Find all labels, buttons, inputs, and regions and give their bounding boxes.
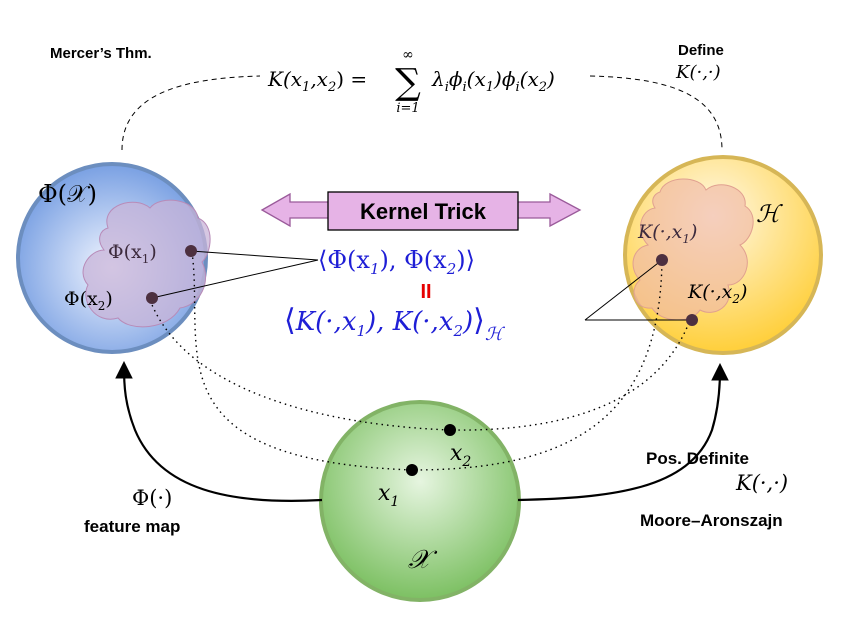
point-phi-x2 <box>146 292 158 304</box>
point-k-x2 <box>686 314 698 326</box>
feature-space-title: Φ(𝒳) <box>38 180 97 208</box>
sum-symbol: ∑ <box>395 62 421 103</box>
feature-map-arrow <box>115 360 323 502</box>
pos-k-label: K(·,·) <box>735 471 788 495</box>
k-x2-label: K(·,x2) <box>687 281 747 306</box>
point-phi-x1 <box>185 245 197 257</box>
rkhs-title: ℋ <box>756 200 783 228</box>
leader-phi-x1 <box>190 250 319 261</box>
inner-product-feature: ⟨Φ(x1), Φ(x2)⟩ <box>318 246 475 278</box>
k-x1-label: K(·,x1) <box>637 221 697 246</box>
dotted-arc-x2 <box>149 299 691 431</box>
rkhs-cloud <box>632 178 754 321</box>
kernel-trick-box <box>327 191 519 231</box>
moore-aronszajn-arrow <box>517 362 729 502</box>
phi-x2-label: Φ(x2) <box>64 288 113 313</box>
sum-lower: i=1 <box>396 101 419 116</box>
feature-cloud <box>82 199 211 328</box>
kernel-trick-label: Kernel Trick <box>360 199 487 224</box>
mercer-dashed-arc <box>121 75 723 151</box>
equals-sign: II <box>420 281 431 303</box>
define-k-label: K(·,·) <box>675 62 721 83</box>
phi-x1-label: Φ(x1) <box>108 241 157 266</box>
feature-map-label: feature map <box>84 517 180 536</box>
x2-label: x2 <box>450 441 471 470</box>
point-x2 <box>444 424 456 436</box>
point-x1 <box>406 464 418 476</box>
leader-phi-x2 <box>151 259 319 299</box>
pos-definite-label: Pos. Definite <box>646 449 749 468</box>
leader-k-x1 <box>584 259 663 321</box>
inner-product-rkhs: ⟨K(·,x1), K(·,x2)⟩ℋ <box>284 303 506 345</box>
mercer-label: Mercer’s Thm. <box>50 45 152 62</box>
point-k-x1 <box>656 254 668 266</box>
phi-dot-label: Φ(·) <box>132 486 172 510</box>
moore-aronszajn-label: Moore–Aronszajn <box>640 511 783 530</box>
define-label: Define <box>678 42 724 59</box>
mercer-formula-rhs: λiϕi(x1)ϕi(x2) <box>431 67 555 95</box>
x1-label: x1 <box>378 481 399 510</box>
dotted-arc-x1 <box>191 251 663 471</box>
mercer-formula-lhs: K(x1,x2) = <box>267 67 367 95</box>
sum-upper: ∞ <box>402 47 414 63</box>
